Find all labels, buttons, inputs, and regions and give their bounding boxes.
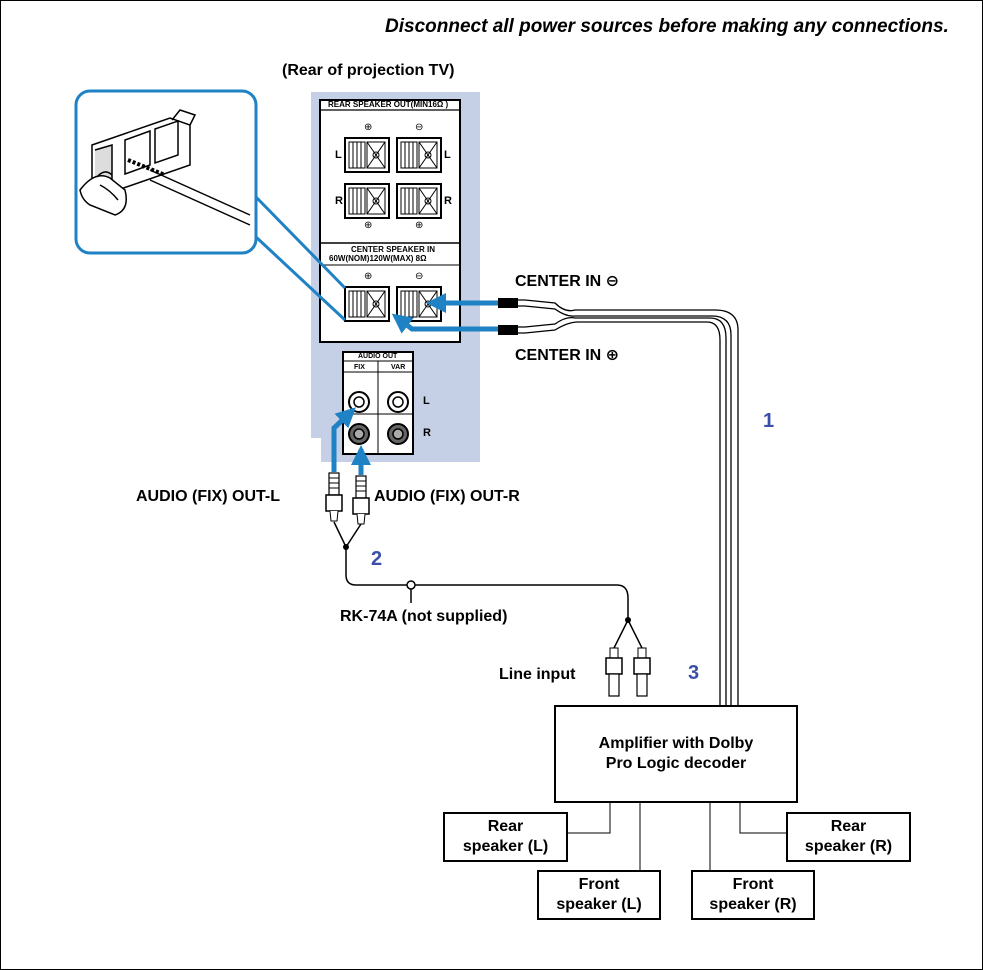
step-1: 1 <box>763 410 775 432</box>
center-plus-symbol: ⊕ <box>364 271 373 282</box>
plus-symbol-br: ⊕ <box>415 220 424 231</box>
channel-l-right: L <box>444 149 451 161</box>
rear-speaker-l-box: Rear speaker (L) <box>443 812 568 862</box>
step-3: 3 <box>688 662 700 684</box>
speaker-wires <box>567 802 787 872</box>
channel-r-right: R <box>444 195 452 207</box>
panel-caption: (Rear of projection TV) <box>282 62 455 79</box>
front-speaker-r-line-1: Front <box>732 876 774 893</box>
zoom-illustration <box>79 109 251 226</box>
center-speaker-header-1: CENTER SPEAKER IN <box>351 245 436 254</box>
rear-speaker-l-line-2: speaker (L) <box>462 838 549 855</box>
amplifier-line-1: Amplifier with Dolby <box>598 735 754 752</box>
var-label: VAR <box>391 364 406 371</box>
audio-fix-out-r-label: AUDIO (FIX) OUT-R <box>374 488 520 505</box>
amplifier-box: Amplifier with Dolby Pro Logic decoder <box>554 705 798 803</box>
audio-out-header: AUDIO OUT <box>358 353 398 360</box>
center-in-plus-label: CENTER IN ⊕ <box>515 347 620 364</box>
speaker-cable <box>498 299 739 705</box>
rear-speaker-r-line-2: speaker (R) <box>804 838 893 855</box>
front-speaker-l-line-1: Front <box>578 876 620 893</box>
warning-text: Disconnect all power sources before maki… <box>385 16 949 37</box>
fix-label: FIX <box>354 364 365 371</box>
front-speaker-l-box: Front speaker (L) <box>537 870 661 920</box>
front-speaker-l-line-2: speaker (L) <box>556 896 642 913</box>
audio-channel-l: L <box>423 395 430 407</box>
rca-cable <box>333 521 643 649</box>
channel-l-left: L <box>335 149 342 161</box>
amplifier-line-2: Pro Logic decoder <box>605 755 747 772</box>
rear-speaker-r-line-1: Rear <box>830 818 867 835</box>
rear-speaker-r-box: Rear speaker (R) <box>786 812 911 862</box>
line-input-label: Line input <box>499 666 576 683</box>
cable-label: RK-74A (not supplied) <box>340 608 508 625</box>
audio-channel-r: R <box>423 427 431 439</box>
front-speaker-r-line-2: speaker (R) <box>709 896 797 913</box>
plus-symbol-bl: ⊕ <box>364 220 373 231</box>
center-in-minus-label: CENTER IN ⊖ <box>515 273 620 290</box>
center-speaker-header-2: 60W(NOM)120W(MAX) 8Ω <box>329 254 427 263</box>
minus-symbol-tr: ⊖ <box>415 122 424 133</box>
rear-speaker-l-line-1: Rear <box>487 818 524 835</box>
center-minus-symbol: ⊖ <box>415 271 424 282</box>
audio-fix-out-l-label: AUDIO (FIX) OUT-L <box>136 488 280 505</box>
channel-r-left: R <box>335 195 343 207</box>
rear-speaker-header: REAR SPEAKER OUT(MIN16Ω ) <box>328 100 449 109</box>
step-2: 2 <box>371 548 383 570</box>
front-speaker-r-box: Front speaker (R) <box>691 870 815 920</box>
plus-symbol-tl: ⊕ <box>364 122 373 133</box>
